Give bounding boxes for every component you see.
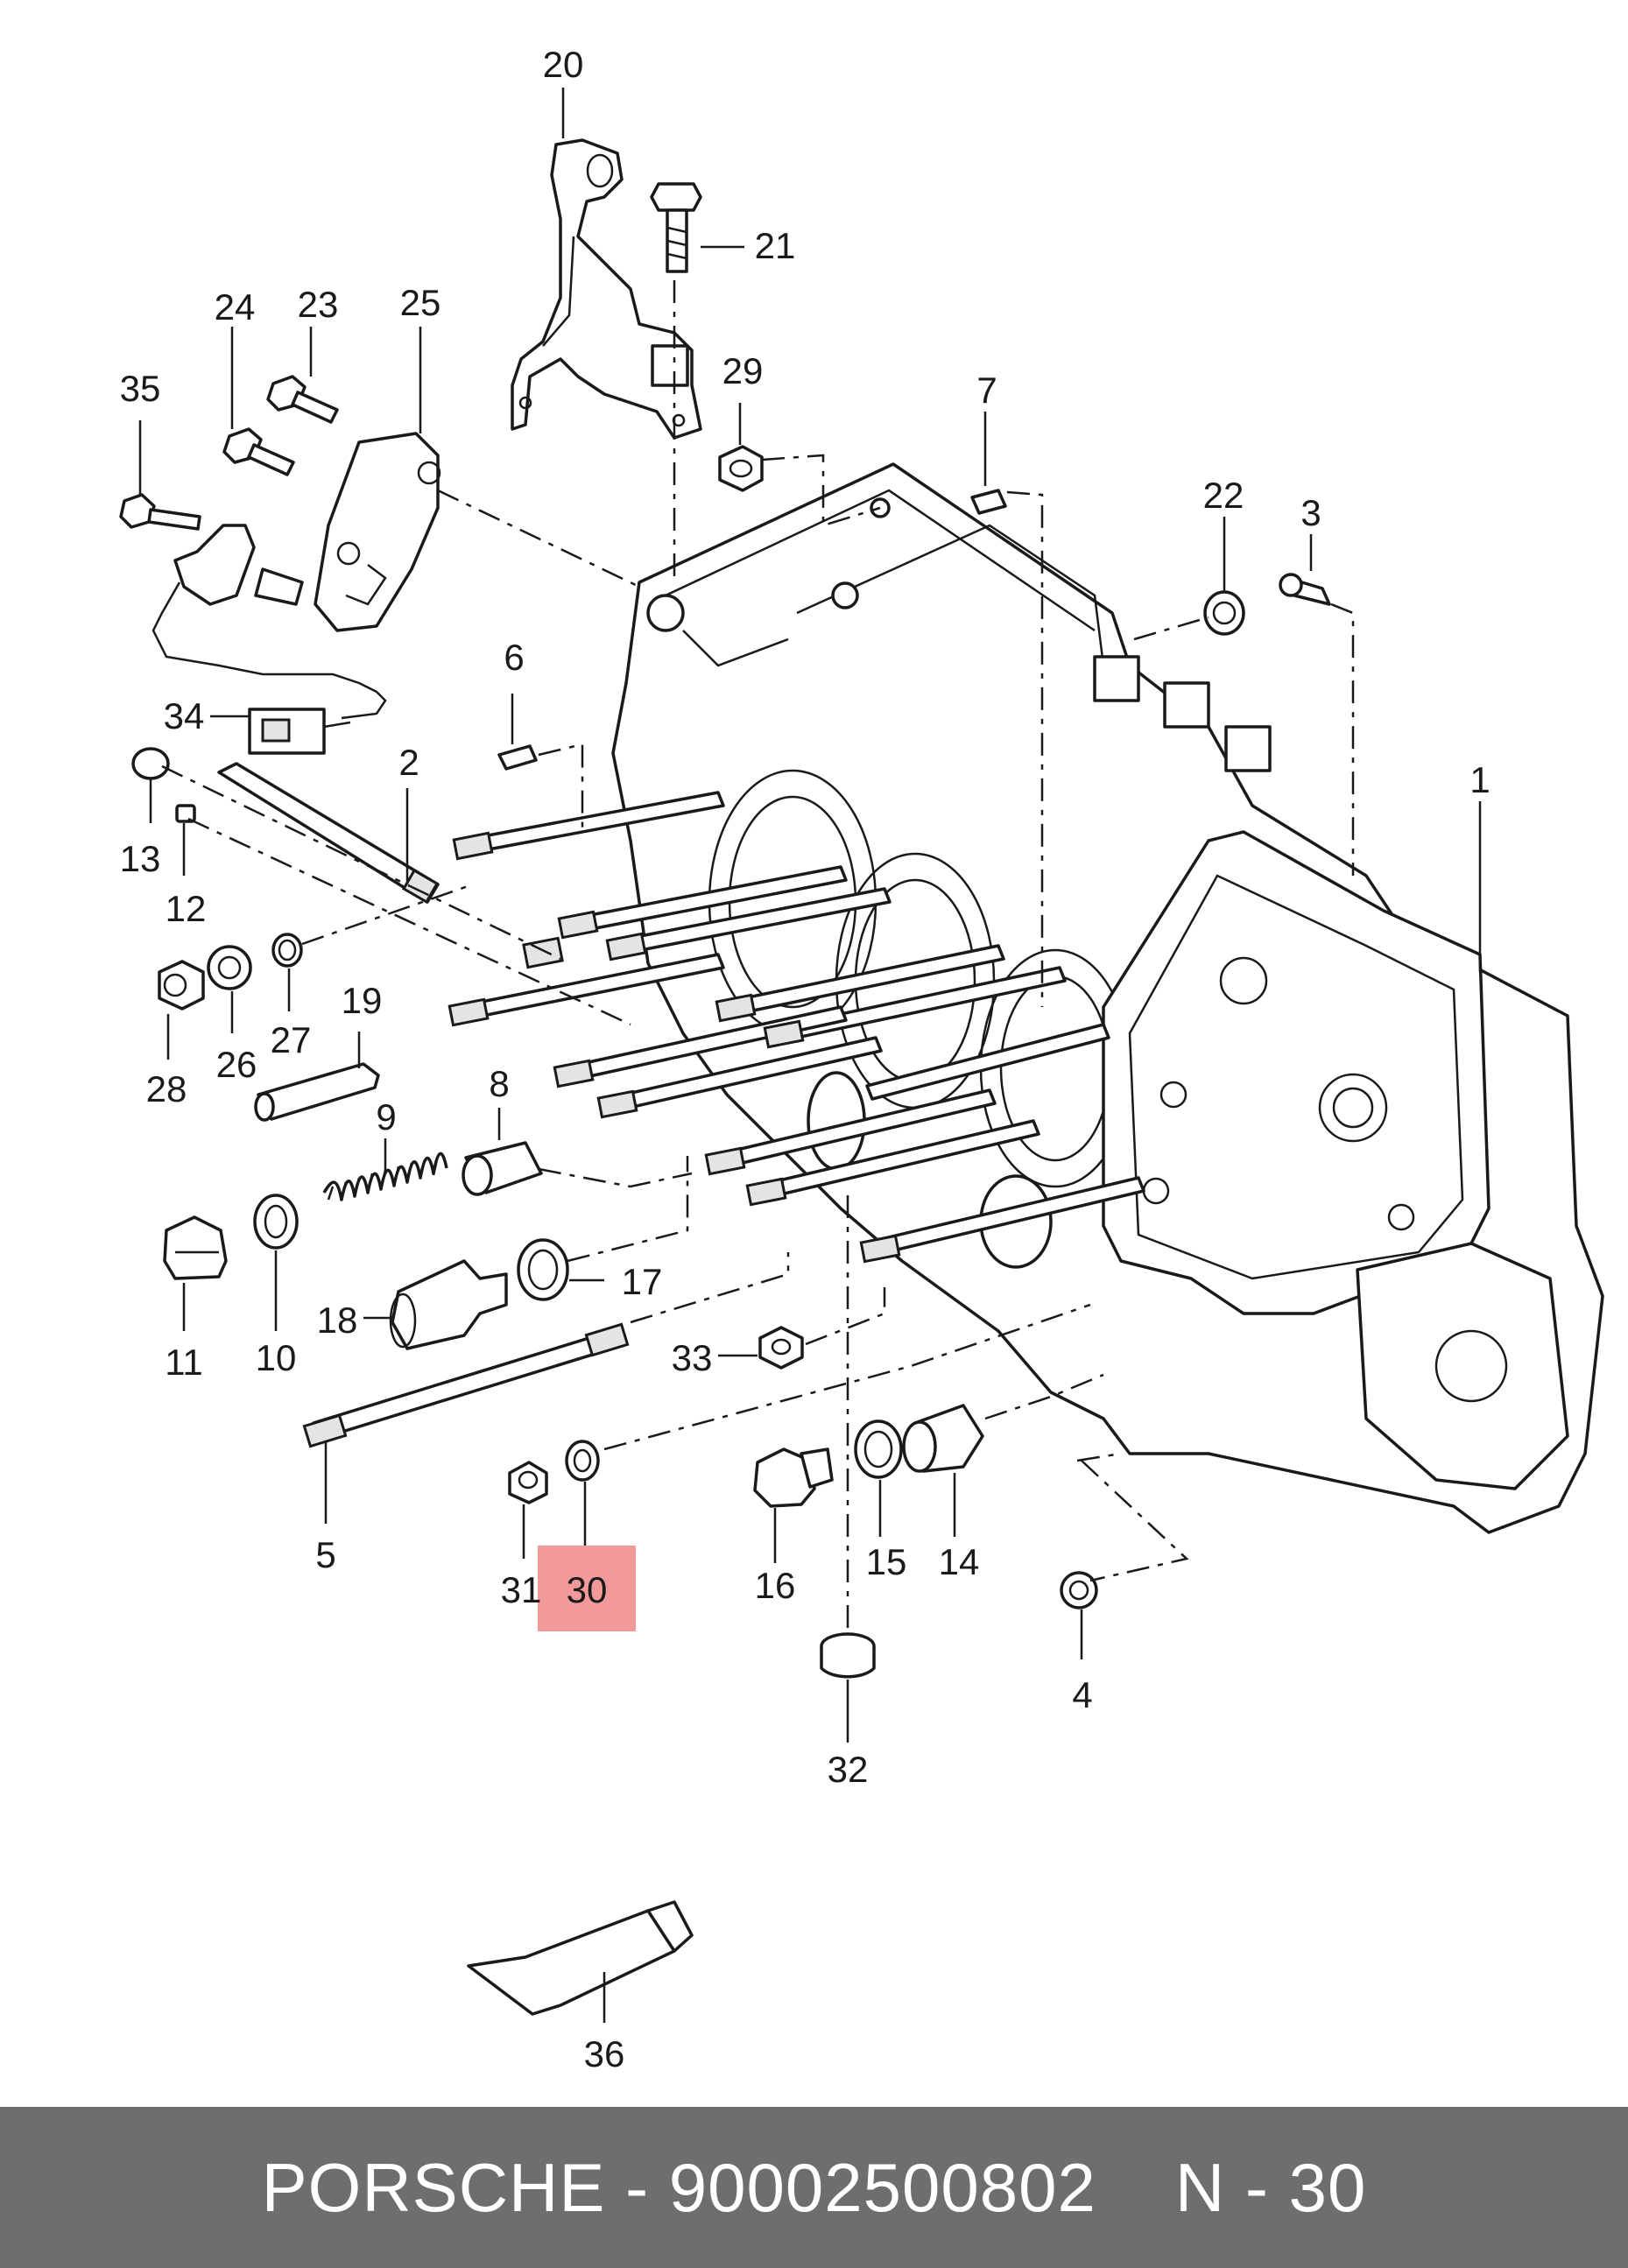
- callout-17: 17: [622, 1261, 663, 1302]
- callout-8: 8: [489, 1063, 509, 1104]
- callout-14: 14: [939, 1541, 980, 1582]
- washer-part-30: [565, 1440, 600, 1482]
- bushing-part-22: [1203, 590, 1245, 636]
- callout-5: 5: [315, 1534, 335, 1575]
- reference-prefix: N: [1174, 2148, 1226, 2226]
- callout-33: 33: [672, 1337, 713, 1378]
- callout-23: 23: [298, 284, 339, 325]
- callout-19: 19: [342, 980, 383, 1021]
- plug-part-16: [753, 1447, 834, 1508]
- callout-21: 21: [755, 225, 796, 266]
- sealant-tube-part-36: [467, 1900, 694, 2016]
- separator-dash: -: [625, 2148, 650, 2226]
- pin-part-7: [970, 489, 1007, 515]
- callout-9: 9: [376, 1096, 396, 1138]
- washer-part-10: [253, 1194, 299, 1250]
- callout-31: 31: [501, 1569, 542, 1610]
- sensor-part-34: [152, 524, 387, 755]
- pin-part-6: [497, 744, 538, 771]
- seal-part-15: [854, 1419, 903, 1479]
- bolt-part-24: [222, 427, 295, 476]
- callout-30: 30: [567, 1569, 608, 1610]
- piston-part-8: [462, 1141, 543, 1196]
- part-info-footer: PORSCHE - 90002500802 N - 30: [0, 2107, 1628, 2268]
- nut-part-29: [718, 445, 764, 492]
- brand-name: PORSCHE: [261, 2148, 606, 2226]
- callout-27: 27: [271, 1019, 312, 1060]
- assembly-lines: [161, 280, 1355, 1634]
- callout-12: 12: [166, 888, 207, 929]
- callout-2: 2: [398, 742, 419, 783]
- bracket-part-20: [511, 138, 702, 440]
- stud-part-5: [302, 1322, 630, 1448]
- callout-28: 28: [146, 1068, 187, 1109]
- pin-part-3: [1279, 573, 1331, 606]
- callout-16: 16: [755, 1565, 796, 1606]
- bolt-part-23: [266, 375, 339, 424]
- callout-3: 3: [1300, 492, 1321, 533]
- sleeve-part-14: [902, 1404, 984, 1473]
- exploded-parts-diagram: 1 2 3 4 5 6 7 8 9 10 11 12 13 14 15 16 1…: [119, 44, 1604, 2074]
- callout-7: 7: [976, 370, 997, 411]
- bracket-part-25: [314, 432, 441, 632]
- plug-part-11: [163, 1215, 228, 1280]
- callout-11: 11: [165, 1342, 203, 1383]
- ring-part-27: [271, 933, 303, 968]
- bolt-part-21: [650, 182, 702, 273]
- highlight-box-part-30: [538, 1546, 636, 1631]
- callout-1: 1: [1469, 759, 1490, 800]
- callout-36: 36: [584, 2033, 625, 2074]
- bushing-part-4: [1060, 1571, 1098, 1609]
- plug-part-12: [175, 804, 196, 823]
- stud-part-2: [217, 762, 440, 904]
- callout-26: 26: [216, 1044, 257, 1085]
- callout-4: 4: [1072, 1674, 1092, 1715]
- callout-15: 15: [866, 1541, 907, 1582]
- bolt-part-35: [119, 493, 201, 531]
- callout-6: 6: [504, 637, 524, 678]
- callout-35: 35: [120, 368, 161, 409]
- washer-part-26: [207, 945, 252, 990]
- callout-10: 10: [256, 1337, 297, 1378]
- callout-labels: 1 2 3 4 5 6 7 8 9 10 11 12 13 14 15 16 1…: [120, 44, 1491, 2074]
- callout-13: 13: [120, 838, 161, 879]
- plug-part-13: [131, 747, 170, 780]
- callout-34: 34: [164, 695, 205, 736]
- reference-number: 30: [1288, 2148, 1367, 2226]
- part-number: 90002500802: [668, 2148, 1096, 2226]
- callout-24: 24: [215, 286, 256, 328]
- reference-dash: -: [1244, 2148, 1269, 2226]
- plug-part-28: [158, 960, 205, 1011]
- callout-18: 18: [317, 1300, 358, 1341]
- spring-part-9: [322, 1152, 448, 1201]
- callout-20: 20: [543, 44, 584, 85]
- callout-32: 32: [828, 1749, 869, 1790]
- fitting-part-18: [389, 1259, 508, 1350]
- callout-22: 22: [1203, 475, 1244, 516]
- leader-lines: [138, 88, 1482, 2023]
- case-studs: [448, 791, 1145, 1264]
- pin-part-19: [254, 1062, 380, 1122]
- crankcase-half: [611, 462, 1604, 1534]
- nut-part-31: [508, 1461, 548, 1504]
- pin-part-32: [820, 1632, 876, 1679]
- nut-part-33: [758, 1326, 804, 1370]
- callout-25: 25: [400, 282, 441, 323]
- callout-29: 29: [722, 350, 764, 391]
- seal-part-17: [517, 1238, 569, 1301]
